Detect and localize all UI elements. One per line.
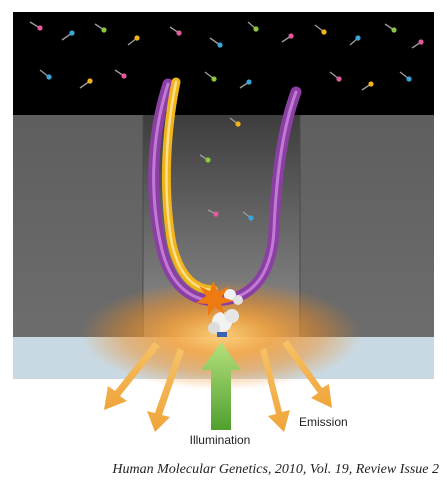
figure-citation: Human Molecular Genetics, 2010, Vol. 19,…	[112, 462, 439, 477]
illumination-label: Illumination	[190, 433, 251, 447]
emission-arrows	[104, 340, 332, 432]
dna-primer-strand	[161, 77, 219, 295]
illumination-arrow	[201, 342, 241, 430]
fluorescence-burst-icon	[196, 281, 234, 316]
solution-region	[13, 12, 434, 115]
emission-label: Emission	[299, 415, 348, 429]
polymerase-icon	[208, 289, 243, 337]
free-nucleotide-icon	[29, 21, 424, 221]
